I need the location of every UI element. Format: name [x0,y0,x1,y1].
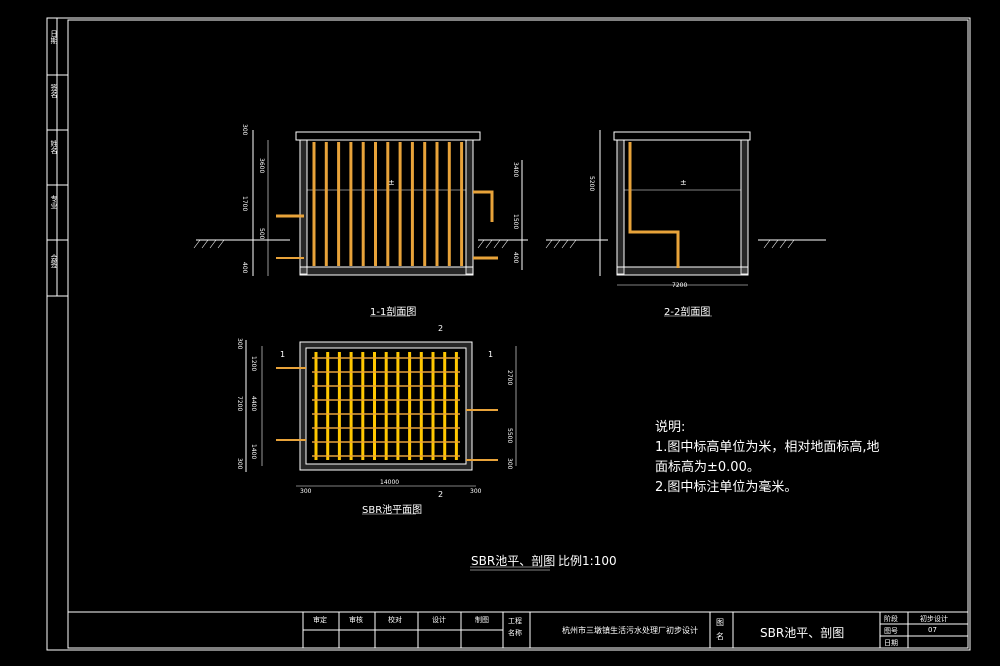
tb-number-value: 07 [928,626,937,634]
dim-s1-l3: 500 [258,228,265,240]
dim-s2-1: 7200 [672,282,688,289]
section2-level-mark: ± [680,178,687,187]
dim-p-l1: 1200 [250,356,257,372]
dim-p-r1: 5500 [506,428,513,444]
notes-line-3: 2.图中标注单位为毫米。 [655,480,798,495]
scale-text: 比例1:100 [558,554,617,568]
section-1-title: 1-1剖面图 [370,307,417,318]
tb-stage-value: 初步设计 [920,615,948,623]
tb-drawing-name: SBR池平、剖图 [760,626,845,640]
tb-label-check: 校对 [388,616,402,624]
dim-p-l4: 1400 [250,444,257,460]
dim-p-l2: 4400 [250,396,257,412]
section-2-title: 2-2剖面图 [664,307,711,318]
title-block [67,611,969,649]
drawing-frame [46,17,971,651]
cut-label-2a: 2 [438,324,444,333]
dim-p-l0: 300 [236,338,243,350]
section2-air-pipe [628,142,680,268]
cut-label-1b: 1 [488,350,494,359]
section1-base-slab [299,266,474,276]
side-label-date: 日期 [50,30,58,44]
cut-label-1a: 1 [280,350,286,359]
notes-heading: 说明: [655,420,686,435]
tb-label-design: 设计 [432,616,446,624]
section-2-2 [545,130,826,286]
dim-s1-l0: 300 [241,124,248,136]
side-label-sign: 签名 [50,84,58,98]
dim-p-b2: 300 [470,488,482,495]
plan-title: SBR池平面图 [362,505,423,516]
section1-diffuser-pipes [312,142,464,266]
plan-aerator-grid [312,352,460,460]
dim-s1-l1: 3600 [258,158,265,174]
tb-stage-label: 阶段 [884,615,898,623]
side-label-discipline: 专业 [50,195,58,209]
dim-p-r2: 300 [506,458,513,470]
cut-label-2b: 2 [438,490,444,499]
main-drawing-title: SBR池平、剖图 [471,554,556,568]
dim-s1-r2: 400 [512,252,519,264]
notes-line-2: 面标高为±0.00。 [655,460,760,475]
side-label-countersign: 会签 [50,254,58,268]
side-label-name: 姓名 [50,140,58,154]
dim-s1-r0: 3400 [512,162,519,178]
section1-left-wall [299,139,308,275]
side-strip [47,18,68,297]
section1-right-wall [465,139,474,275]
tb-label-review: 审核 [349,616,363,624]
tb-number-label: 图号 [884,627,898,635]
dim-s1-l4: 400 [241,262,248,274]
dim-p-l3: 7200 [236,396,243,412]
dim-p-l5: 300 [236,458,243,470]
tb-drawing-name-label: 图名 [716,618,724,641]
tb-date-label: 日期 [884,639,898,647]
tb-project-label: 工程名称 [508,617,522,637]
tb-project-name: 杭州市三墩镇生活污水处理厂初步设计 [562,626,698,635]
notes-line-1: 1.图中标高单位为米，相对地面标高,地 [655,440,880,455]
dim-s1-r1: 1500 [512,214,519,230]
dim-p-b0: 300 [300,488,312,495]
tb-label-draw: 制图 [475,616,489,624]
dim-s1-l2: 1700 [241,196,248,212]
dim-p-b1: 14000 [380,479,400,486]
section1-top-slab [295,131,481,141]
sbr-plan [245,340,517,487]
notes-block: 说明: 1.图中标高单位为米，相对地面标高,地 面标高为±0.00。 2.图中标… [655,418,880,498]
section-1-1 [193,130,528,276]
section1-level-mark: ± [388,178,395,187]
tb-label-approve: 审定 [313,616,327,624]
dim-s2-0: 5200 [588,176,595,192]
dim-p-r0: 2700 [506,370,513,386]
